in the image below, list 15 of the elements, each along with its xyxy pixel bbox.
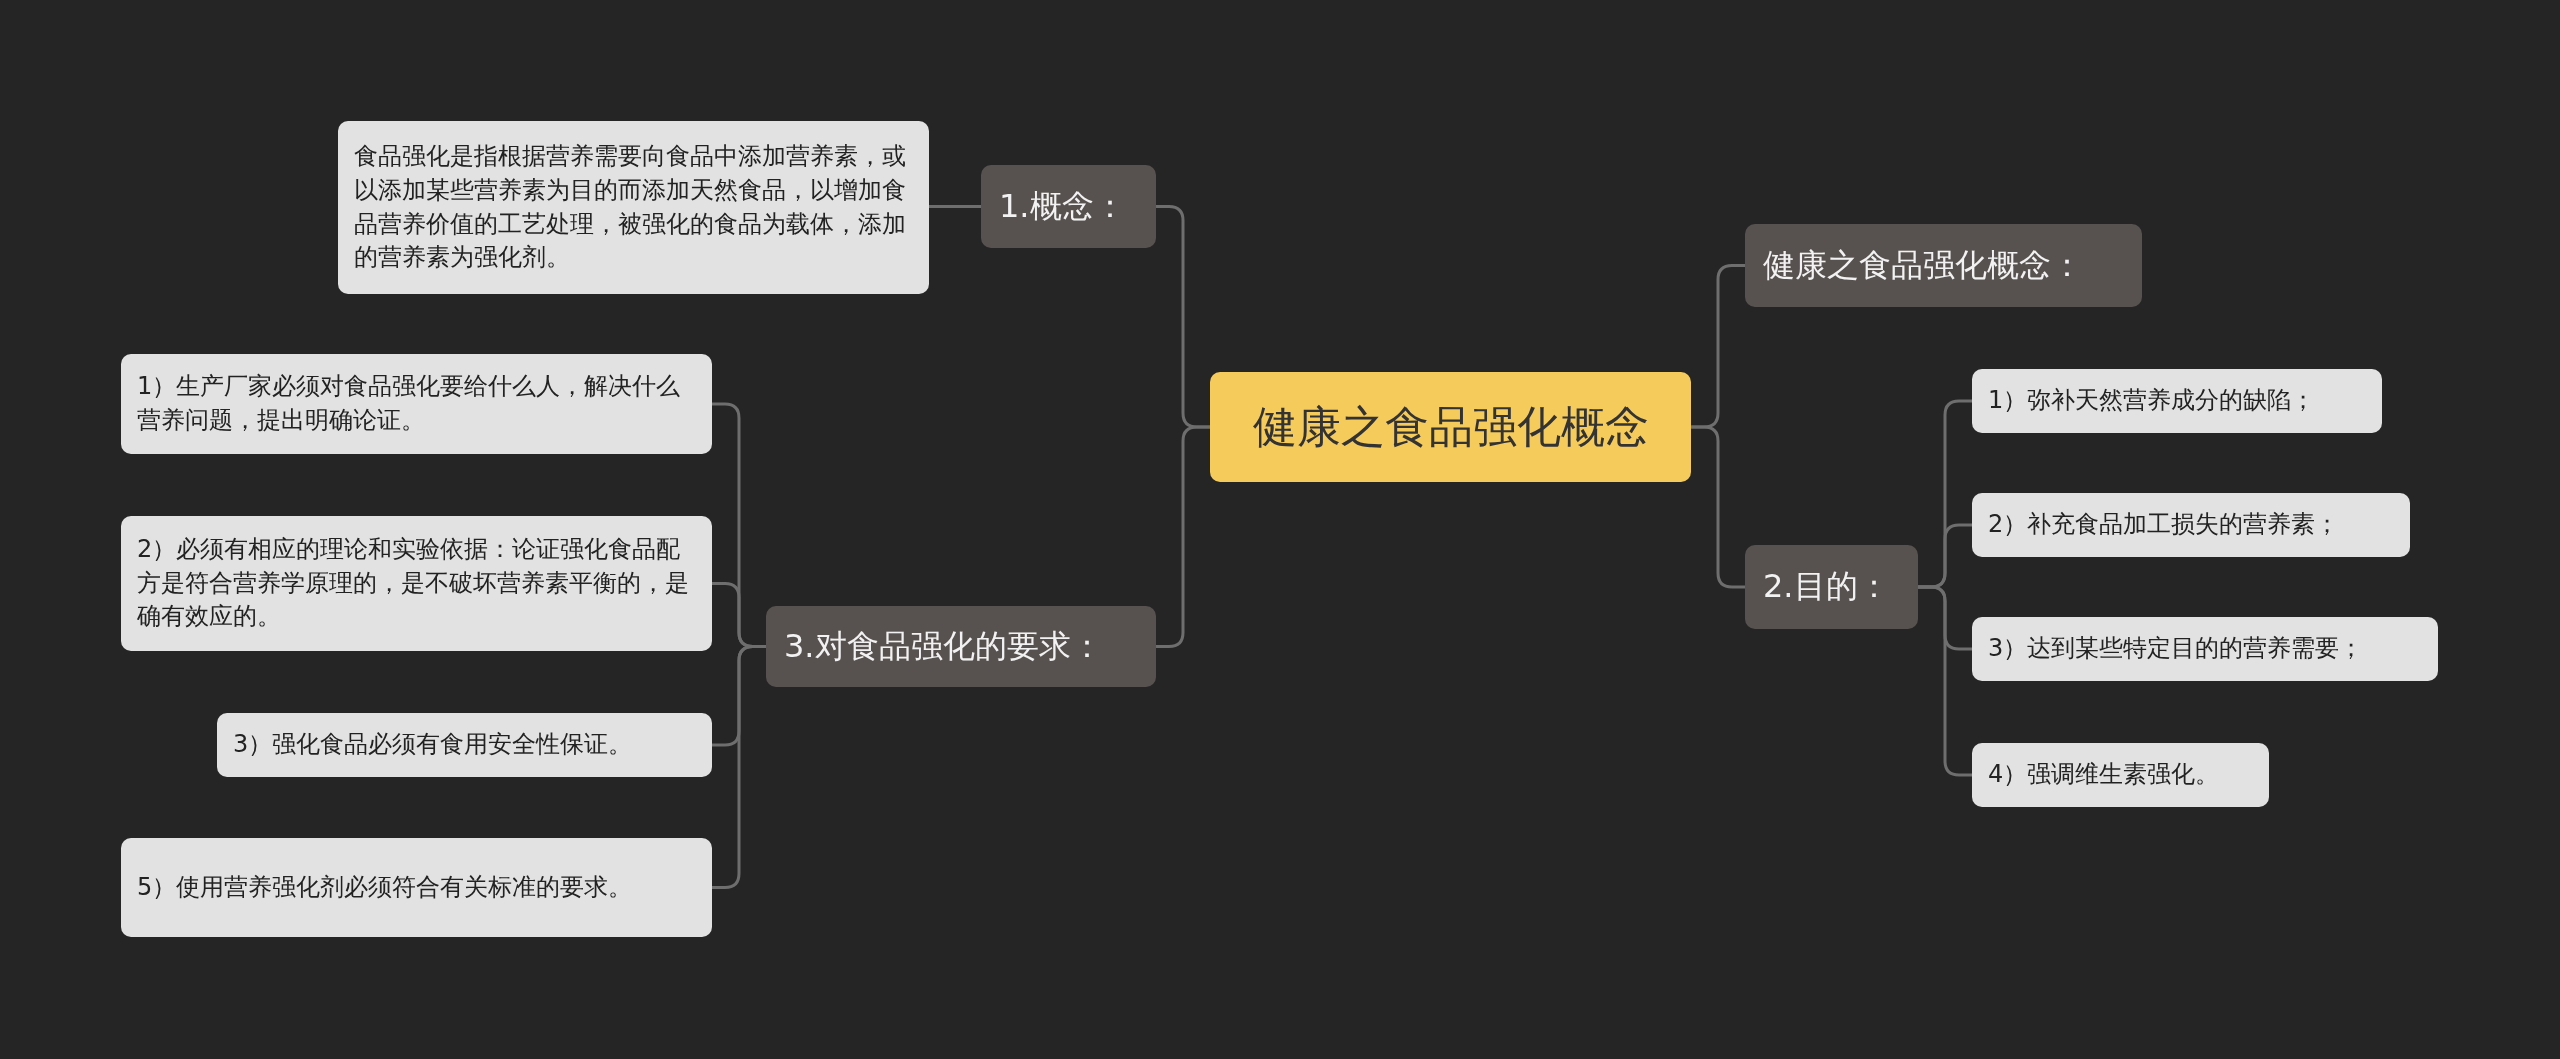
leaf-topic: 食品强化是指根据营养需要向食品中添加营养素，或以添加某些营养素为目的而添加天然食品，以增加食品营养价值的工艺处理，被强化的食品为载体，添加的营养素为强化剂。 (338, 121, 929, 294)
branch-topic: 1.概念： (981, 165, 1156, 248)
leaf-topic: 1）生产厂家必须对食品强化要给什么人，解决什么营养问题，提出明确论证。 (121, 354, 712, 454)
leaf-topic: 5）使用营养强化剂必须符合有关标准的要求。 (121, 838, 712, 937)
leaf-topic: 3）强化食品必须有食用安全性保证。 (217, 713, 712, 777)
leaf-topic: 1）弥补天然营养成分的缺陷； (1972, 369, 2382, 433)
central-topic: 健康之食品强化概念 (1210, 372, 1691, 482)
branch-topic: 3.对食品强化的要求： (766, 606, 1156, 687)
branch-topic: 健康之食品强化概念： (1745, 224, 2142, 307)
connector-line (929, 205, 981, 208)
leaf-topic: 4）强调维生素强化。 (1972, 743, 2269, 807)
branch-topic: 2.目的： (1745, 545, 1918, 629)
leaf-topic: 2）必须有相应的理论和实验依据：论证强化食品配方是符合营养学原理的，是不破坏营养素平衡的，是确有效应的。 (121, 516, 712, 651)
leaf-topic: 2）补充食品加工损失的营养素； (1972, 493, 2410, 557)
leaf-topic: 3）达到某些特定目的的营养需要； (1972, 617, 2438, 681)
